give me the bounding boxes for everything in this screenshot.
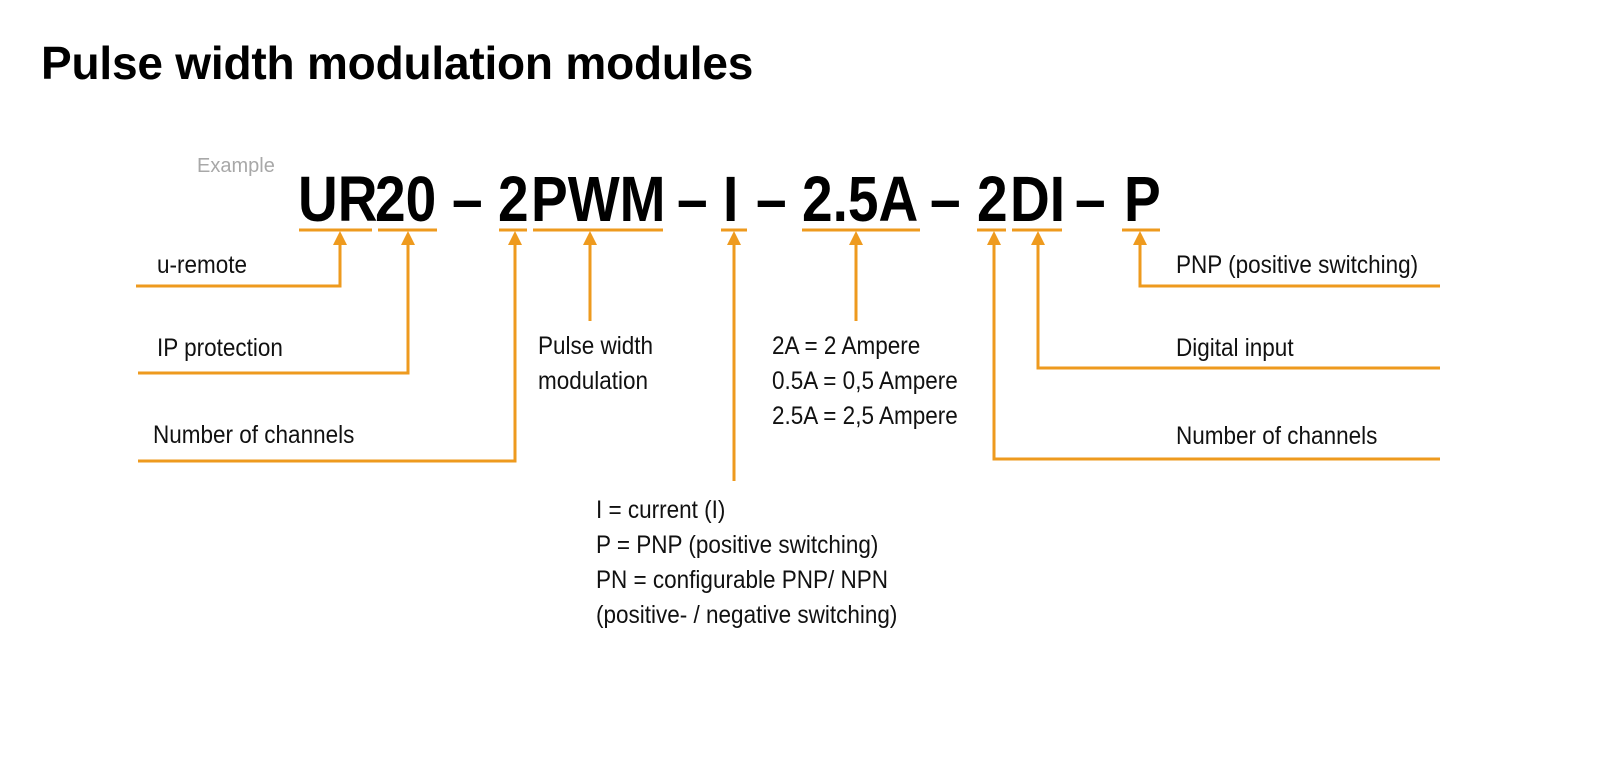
arrowhead-di (1031, 231, 1045, 245)
leader-ip-protection (138, 240, 410, 375)
code-p: P (1124, 163, 1161, 235)
code-2-di-channels: 2 (977, 163, 1008, 235)
label-ampere-line-3: 2.5A = 2,5 Ampere (772, 402, 958, 430)
label-ampere-line-1: 2A = 2 Ampere (772, 332, 921, 360)
code-2-channels: 2 (498, 163, 529, 235)
label-number-of-channels-left: Number of channels (153, 421, 355, 449)
example-label: Example (197, 155, 275, 177)
code-i: I (723, 163, 739, 235)
code-dash-1: – (452, 163, 483, 235)
arrowhead-pwm (583, 231, 597, 245)
page-title: Pulse width modulation modules (41, 37, 754, 89)
label-current-switching: I = current (I) P = PNP (positive switch… (596, 493, 897, 633)
leader-channels-right (992, 240, 1440, 461)
leader-digital-input (1036, 240, 1440, 370)
arrowhead-20 (401, 231, 415, 245)
arrowhead-p (1133, 231, 1147, 245)
label-pnp-positive-switching: PNP (positive switching) (1176, 251, 1419, 279)
code-dash-2: – (677, 163, 708, 235)
arrowhead-i (727, 231, 741, 245)
leader-pnp (1138, 240, 1440, 288)
label-ip-protection: IP protection (157, 334, 283, 362)
code-20: 20 (375, 163, 437, 235)
label-current-line-1: I = current (I) (596, 496, 726, 524)
label-pwm-line-1: Pulse width (538, 332, 654, 360)
label-u-remote: u-remote (157, 251, 248, 279)
label-current-line-3: PN = configurable PNP/ NPN (596, 566, 889, 594)
arrowhead-2-5a (849, 231, 863, 245)
code-di: DI (1010, 163, 1066, 235)
label-ampere-line-2: 0.5A = 0,5 Ampere (772, 367, 958, 395)
code-dash-4: – (930, 163, 961, 235)
arrowhead-2-di-channels (987, 231, 1001, 245)
code-2-5a: 2.5A (802, 163, 919, 235)
label-pwm-line-2: modulation (538, 367, 649, 395)
code-dash-3: – (756, 163, 787, 235)
label-number-of-channels-right: Number of channels (1176, 422, 1378, 450)
code-ur: UR (298, 163, 378, 235)
leader-channels-left (138, 240, 517, 463)
arrowhead-ur (333, 231, 347, 245)
label-pulse-width-modulation: Pulse width modulation (538, 329, 653, 399)
label-current-line-4: (positive- / negative switching) (596, 601, 898, 629)
code-pwm: PWM (531, 163, 666, 235)
label-current-line-2: P = PNP (positive switching) (596, 531, 879, 559)
label-digital-input: Digital input (1176, 334, 1294, 362)
arrowhead-2-channels (508, 231, 522, 245)
label-ampere: 2A = 2 Ampere 0.5A = 0,5 Ampere 2.5A = 2… (772, 329, 958, 434)
code-dash-5: – (1075, 163, 1106, 235)
leader-u-remote (136, 240, 342, 288)
